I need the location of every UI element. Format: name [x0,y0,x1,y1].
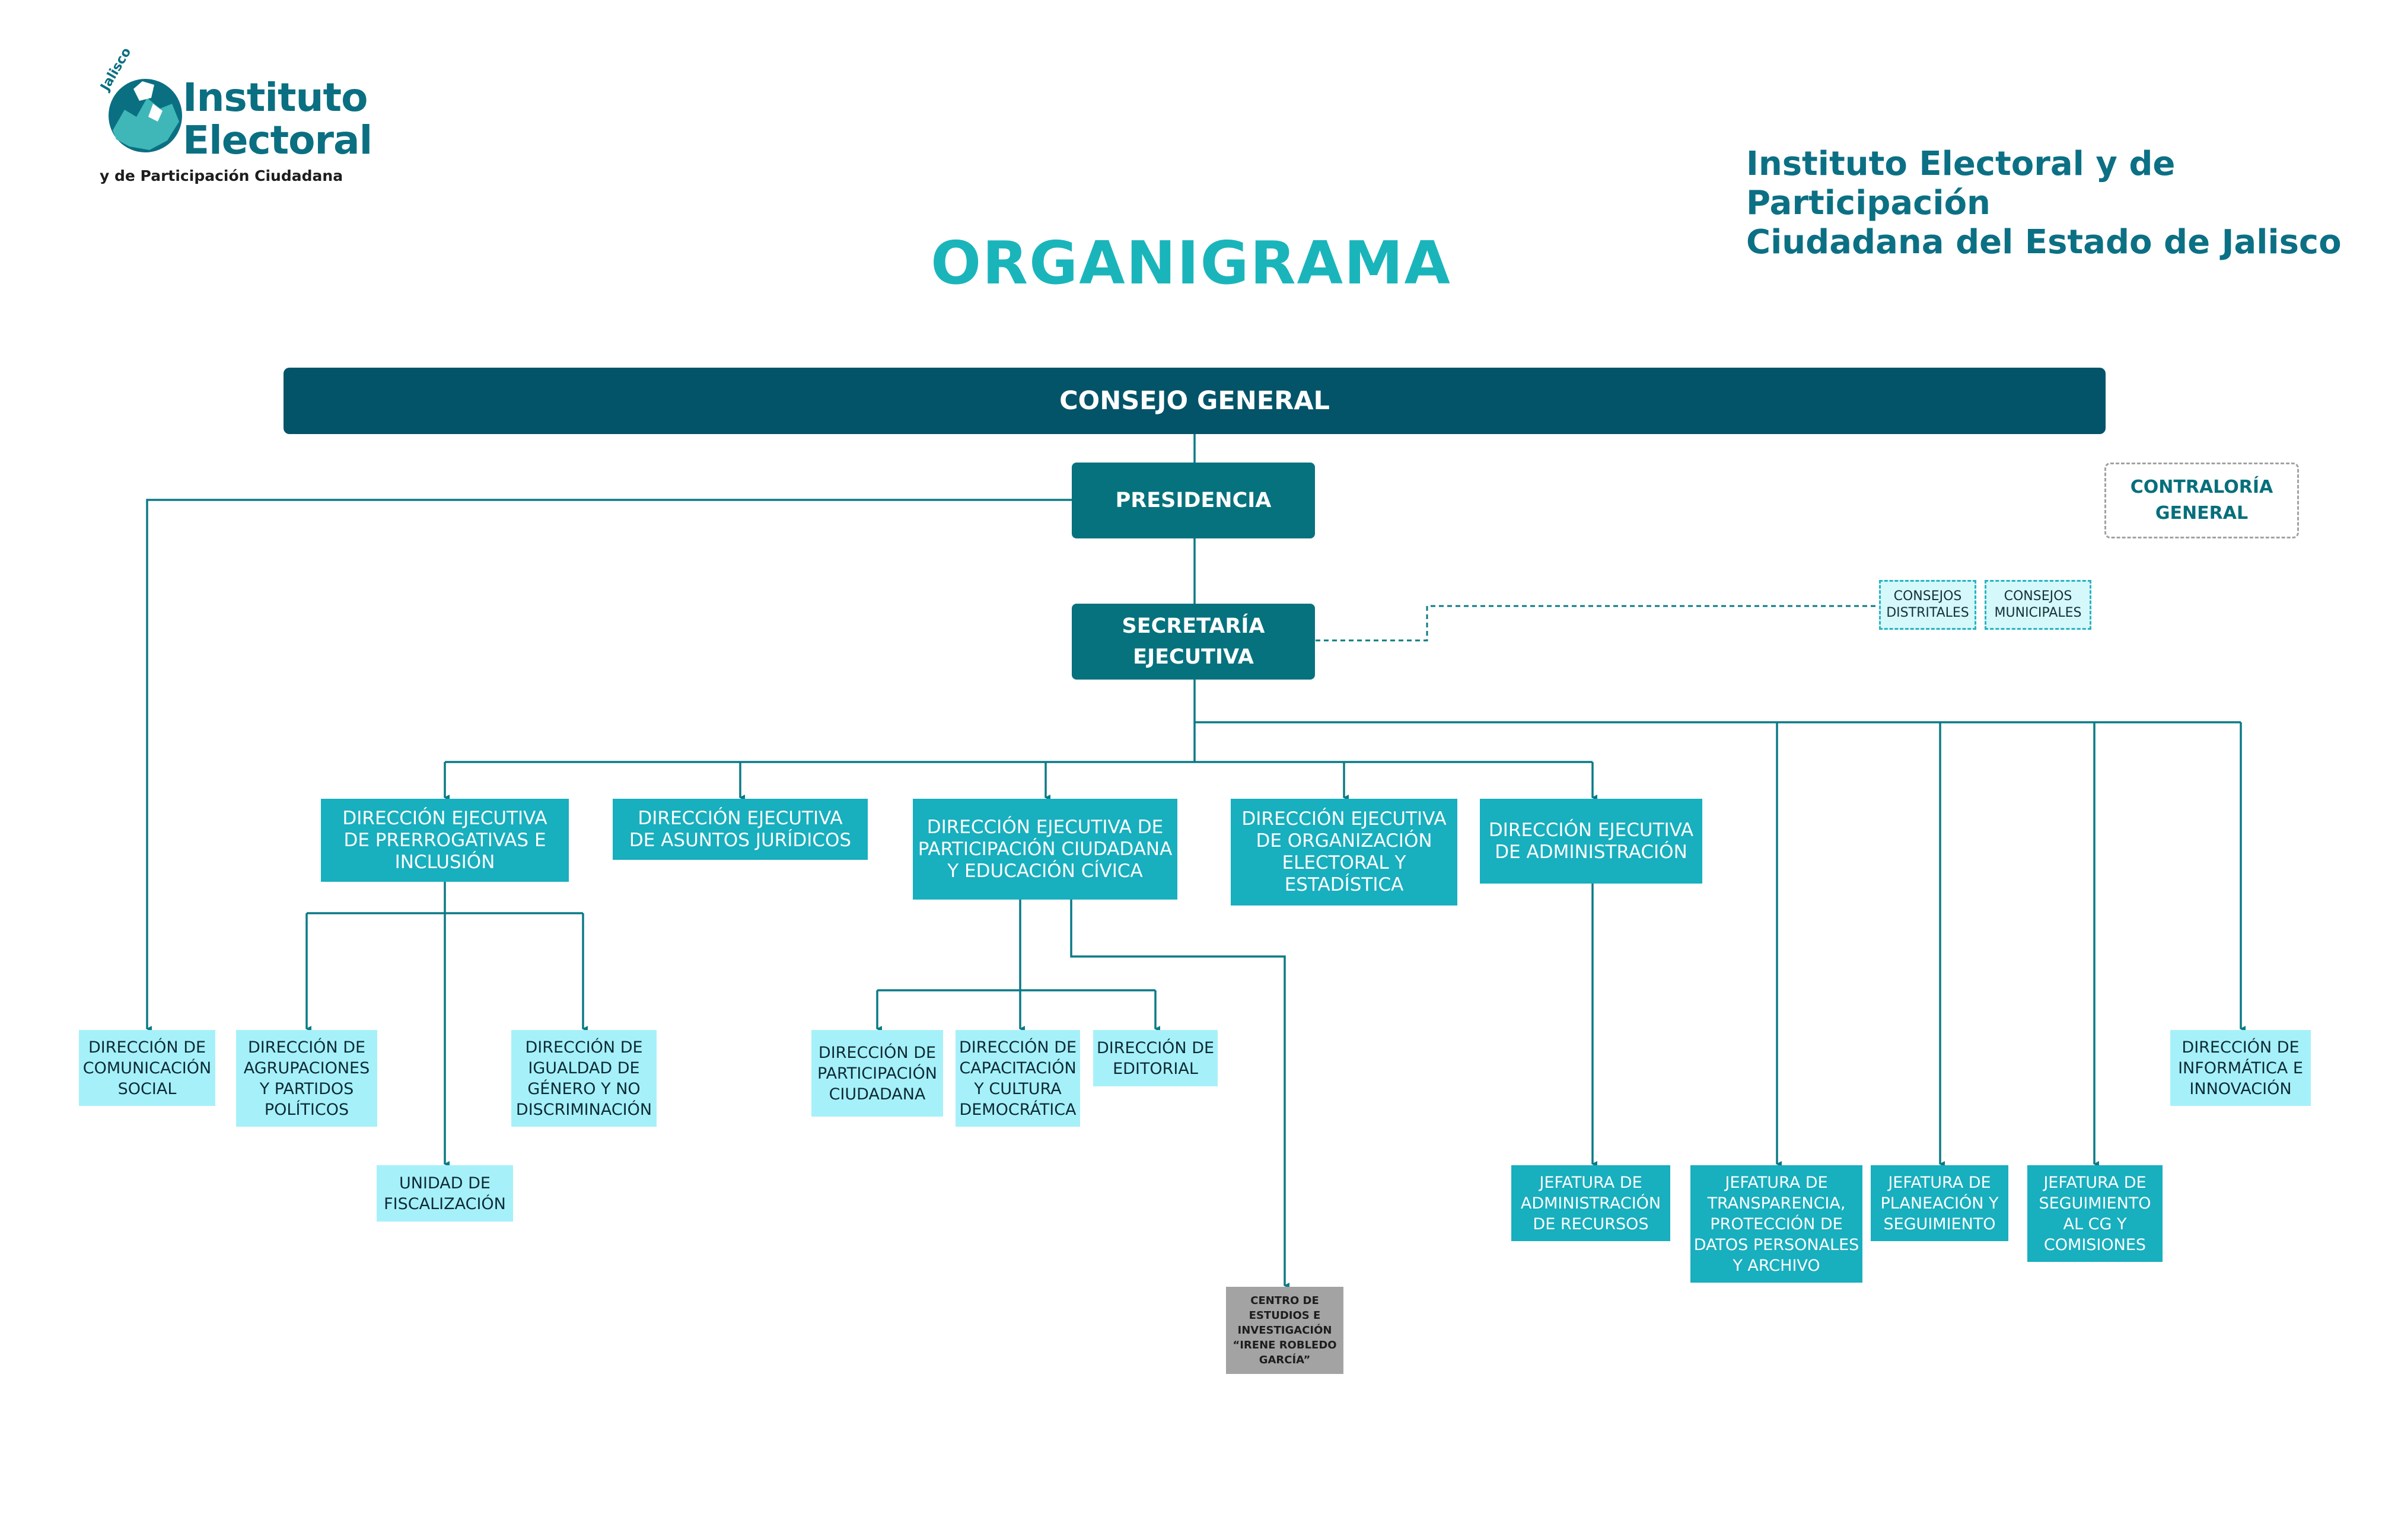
dir-participacion-ciudadana-box: DIRECCIÓN DE PARTICIPACIÓN CIUDADANA [811,1030,943,1117]
dir-comunicacion-social-box: DIRECCIÓN DE COMUNICACIÓN SOCIAL [79,1030,215,1106]
centro-estudios-box: CENTRO DE ESTUDIOS E INVESTIGACIÓN “IREN… [1226,1287,1343,1374]
logo-line-2: Electoral [183,117,372,163]
jef-seguimiento-box: JEFATURA DE SEGUIMIENTO AL CG Y COMISION… [2027,1165,2163,1262]
de-asuntos-juridicos-box: DIRECCIÓN EJECUTIVA DE ASUNTOS JURÍDICOS [613,799,868,860]
dir-agrupaciones-box: DIRECCIÓN DE AGRUPACIONES Y PARTIDOS POL… [236,1030,377,1127]
page-title: ORGANIGRAMA [931,228,1451,298]
de-prerrogativas-box: DIRECCIÓN EJECUTIVA DE PRERROGATIVAS E I… [321,799,569,882]
contraloria-general-box: CONTRALORÍA GENERAL [2104,463,2299,538]
consejos-municipales-box: CONSEJOS MUNICIPALES [1985,580,2091,630]
dir-editorial-box: DIRECCIÓN DE EDITORIAL [1093,1030,1218,1086]
presidencia-box: PRESIDENCIA [1072,463,1315,538]
jef-administracion-recursos-box: JEFATURA DE ADMINISTRACIÓN DE RECURSOS [1511,1165,1670,1241]
secretaria-ejecutiva-box: SECRETARÍA EJECUTIVA [1072,604,1315,680]
jalisco-map-icon [109,79,182,152]
logo-line-3: y de Participación Ciudadana [100,167,343,184]
dir-igualdad-box: DIRECCIÓN DE IGUALDAD DE GÉNERO Y NO DIS… [511,1030,657,1127]
unidad-fiscalizacion-box: UNIDAD DE FISCALIZACIÓN [377,1165,513,1222]
dir-informatica-box: DIRECCIÓN DE INFORMÁTICA E INNOVACIÓN [2170,1030,2311,1106]
logo-line-1: Instituto [183,75,368,120]
consejo-general-box: CONSEJO GENERAL [284,368,2106,434]
de-organizacion-box: DIRECCIÓN EJECUTIVA DE ORGANIZACIÓN ELEC… [1231,799,1457,905]
dir-capacitacion-box: DIRECCIÓN DE CAPACITACIÓN Y CULTURA DEMO… [956,1030,1080,1127]
consejos-distritales-box: CONSEJOS DISTRITALES [1879,580,1976,630]
logo: Jalisco Instituto Electoral y de Partici… [95,45,374,196]
de-participacion-box: DIRECCIÓN EJECUTIVA DE PARTICIPACIÓN CIU… [913,799,1177,900]
de-administracion-box: DIRECCIÓN EJECUTIVA DE ADMINISTRACIÓN [1480,799,1702,884]
institution-name: Instituto Electoral y de Participación C… [1746,145,2342,262]
jef-transparencia-box: JEFATURA DE TRANSPARENCIA, PROTECCIÓN DE… [1690,1165,1862,1283]
jef-planeacion-box: JEFATURA DE PLANEACIÓN Y SEGUIMIENTO [1871,1165,2008,1241]
